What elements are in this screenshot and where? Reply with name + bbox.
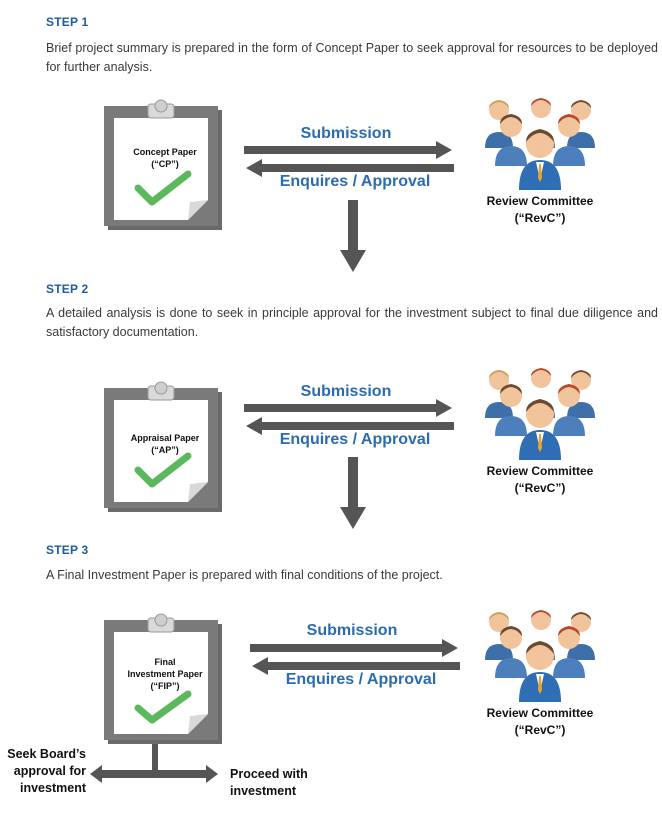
paper-name: Concept Paper	[133, 147, 197, 157]
board-approval-line-1: Seek Board’s	[7, 747, 86, 761]
submission-label: Submission	[306, 622, 398, 639]
clip-ring	[154, 99, 168, 113]
step-3-title: STEP 3	[46, 543, 89, 557]
paper-name-line-2: Investment Paper	[127, 669, 203, 679]
split-arrow	[90, 765, 218, 783]
person-middle-row	[495, 384, 585, 436]
final-investment-paper-clipboard	[104, 613, 222, 744]
paper-name-line-1: Final	[154, 657, 176, 667]
paper-sheet	[114, 118, 208, 220]
down-arrow-1	[340, 200, 366, 272]
submission-label: Submission	[300, 383, 392, 400]
appraisal-paper-clipboard	[104, 381, 222, 512]
paper-fold	[188, 200, 208, 220]
person-back-row	[485, 610, 595, 660]
enquires-label: Enquires / Approval	[285, 671, 437, 688]
enquires-label: Enquires / Approval	[279, 431, 431, 448]
enquires-arrow	[246, 417, 454, 435]
board-approval-line-3: investment	[20, 781, 86, 795]
board-approval-line-2: approval for	[13, 764, 86, 778]
stem-line	[152, 744, 158, 774]
submission-arrow	[244, 399, 452, 417]
person-front	[519, 399, 561, 460]
enquires-label: Enquires / Approval	[279, 173, 431, 190]
step-3-description: A Final Investment Paper is prepared wit…	[46, 568, 443, 582]
person-front	[519, 129, 561, 190]
clip-ring	[154, 613, 168, 627]
paper-sheet	[114, 400, 208, 502]
committee-abbrev: (“RevC”)	[514, 481, 566, 495]
committee-abbrev: (“RevC”)	[514, 211, 566, 225]
committee-name: Review Committee	[486, 194, 594, 208]
check-icon	[134, 452, 192, 488]
check-icon	[134, 690, 192, 724]
check-icon	[134, 170, 192, 206]
person-front	[519, 641, 561, 702]
submission-label: Submission	[300, 125, 392, 142]
paper-name: Appraisal Paper	[130, 433, 200, 443]
step-2-title: STEP 2	[46, 282, 89, 296]
paper-fold	[188, 714, 208, 734]
clip-ring	[154, 381, 168, 395]
enquires-arrow	[246, 159, 454, 177]
submission-arrow	[244, 141, 452, 159]
review-committee-people-icon	[485, 610, 595, 702]
concept-paper-clipboard	[104, 99, 222, 230]
paper-abbrev: (“CP”)	[151, 159, 179, 169]
person-middle-row	[495, 114, 585, 166]
submission-arrow	[250, 639, 458, 657]
proceed-line-1: Proceed with	[230, 767, 308, 781]
review-committee-people-icon	[485, 98, 595, 190]
step-1-description: Brief project summary is prepared in the…	[46, 41, 658, 74]
enquires-arrow	[252, 657, 460, 675]
committee-name: Review Committee	[486, 464, 594, 478]
step-2-description: A detailed analysis is done to seek in p…	[46, 306, 658, 339]
committee-name: Review Committee	[486, 706, 594, 720]
paper-abbrev: (“FIP”)	[150, 681, 180, 691]
step-3-arrows	[250, 639, 460, 675]
step-2-arrows	[244, 399, 454, 435]
paper-fold	[188, 482, 208, 502]
down-arrow-2	[340, 457, 366, 529]
paper-abbrev: (“AP”)	[151, 445, 179, 455]
step-1-arrows	[244, 141, 454, 177]
step-1-title: STEP 1	[46, 15, 89, 29]
committee-abbrev: (“RevC”)	[514, 723, 566, 737]
outcome-split-arrows	[90, 744, 218, 783]
review-committee-people-icon	[485, 368, 595, 460]
person-middle-row	[495, 626, 585, 678]
proceed-line-2: investment	[230, 784, 296, 798]
